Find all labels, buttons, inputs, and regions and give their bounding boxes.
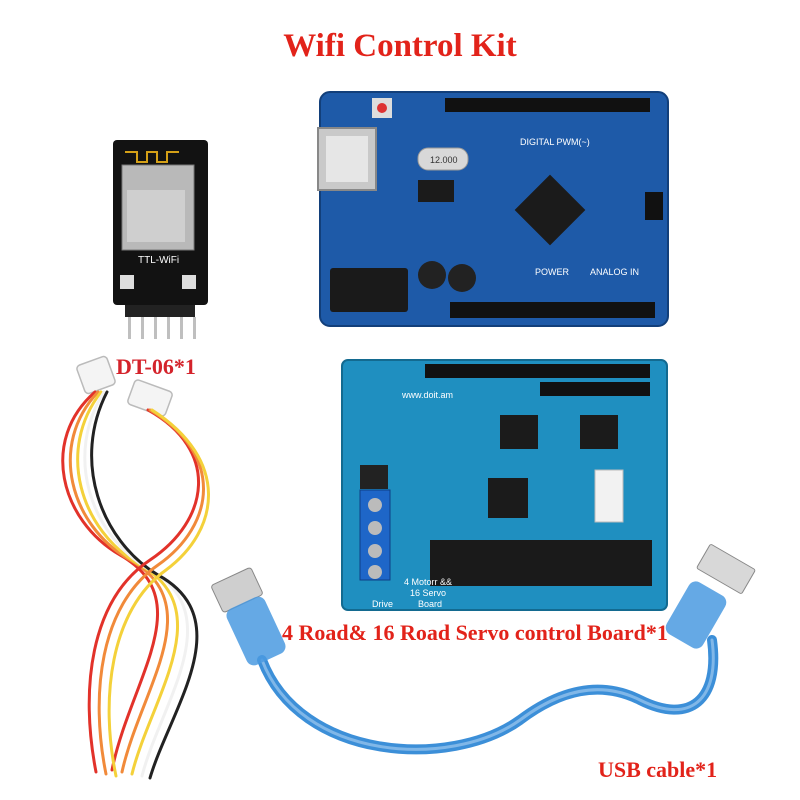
- label-usb-cable: USB cable*1: [598, 757, 718, 782]
- shield-drive-text: Drive: [372, 599, 393, 609]
- usb-cable: [211, 544, 756, 755]
- uno-digital-label: DIGITAL PWM(~): [520, 137, 590, 147]
- dt06-wifi-module: [113, 140, 208, 339]
- shield-brand-text: www.doit.am: [401, 390, 453, 400]
- uno-power-label: POWER: [535, 267, 570, 277]
- crystal-label: 12.000: [430, 155, 458, 165]
- shield-text-3: Board: [418, 599, 442, 609]
- label-dt06: DT-06*1: [116, 354, 196, 379]
- label-servo-board: 4 Road& 16 Road Servo control Board*1: [282, 620, 668, 645]
- shield-text-1: 4 Motorr &&: [404, 577, 452, 587]
- shield-text-2: 16 Servo: [410, 588, 446, 598]
- uno-analog-label: ANALOG IN: [590, 267, 639, 277]
- module-silkscreen: TTL-WiFi: [138, 255, 179, 266]
- arduino-uno-board: [317, 91, 669, 327]
- jumper-wire-harness: [61, 355, 210, 780]
- motor-servo-shield: [341, 359, 668, 611]
- page-title: Wifi Control Kit: [283, 28, 517, 64]
